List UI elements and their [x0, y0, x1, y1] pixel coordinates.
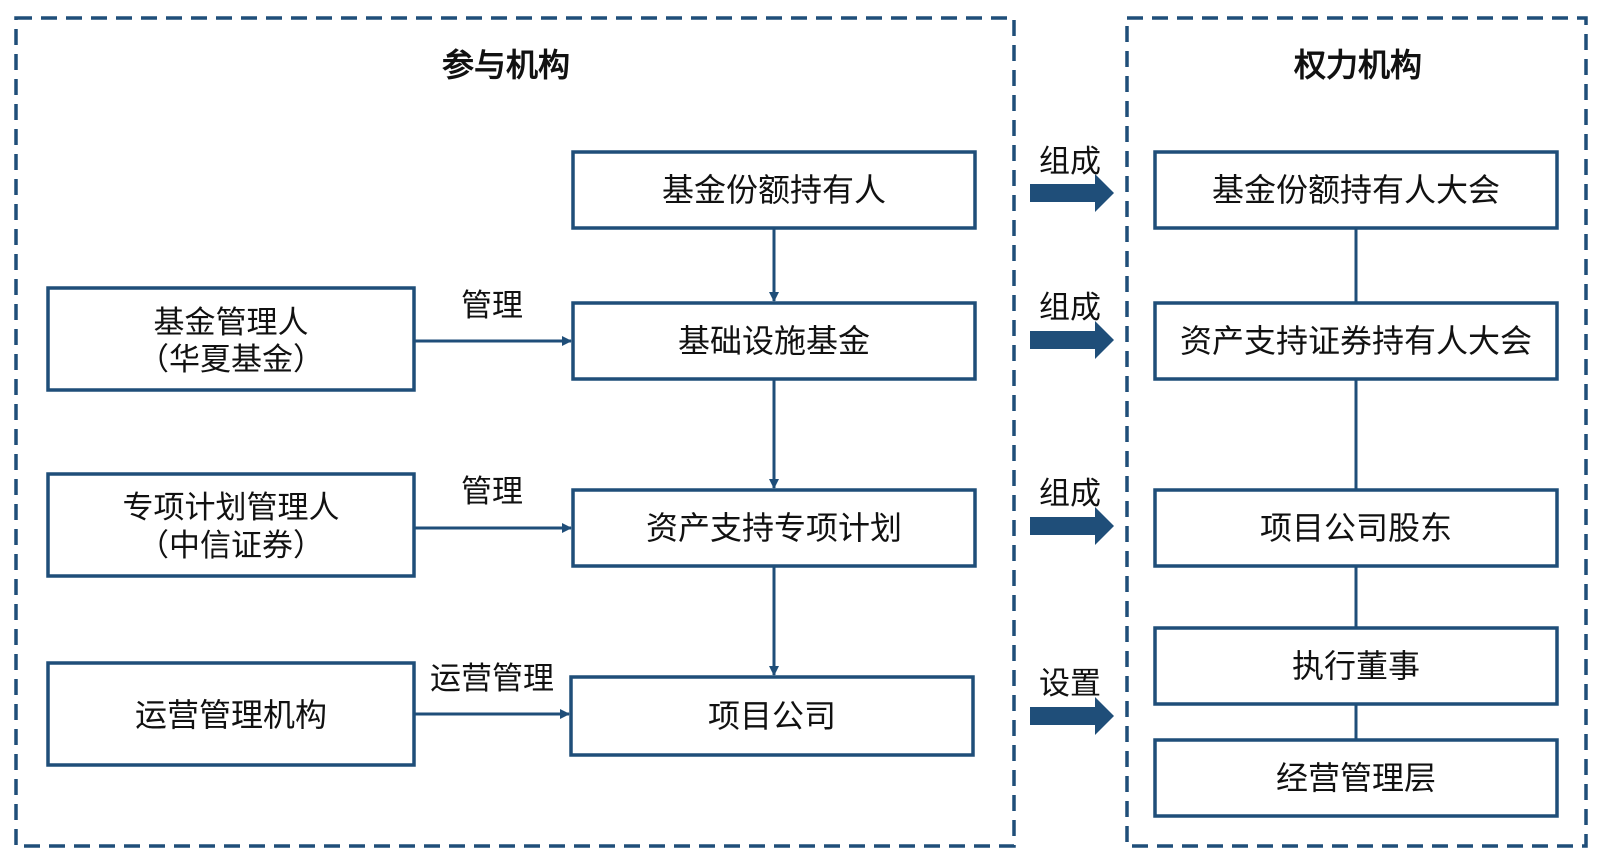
- management-box: [1153, 738, 1559, 818]
- relation-label-2: 组成: [1039, 290, 1101, 325]
- operator-box: [46, 661, 416, 767]
- management-label: 经营管理层: [1276, 760, 1436, 796]
- participants-group: [14, 16, 1016, 848]
- relation-label-1: 组成: [1039, 144, 1101, 179]
- holders-meeting-box: [1153, 150, 1559, 230]
- abs-plan-box: [571, 488, 977, 568]
- shareholder-label: 项目公司股东: [1260, 510, 1452, 546]
- relation-arrow-4: [1030, 697, 1114, 735]
- fund-manager-box: [46, 286, 416, 392]
- plan-manager-line2: （中信证券）: [138, 528, 324, 563]
- abs-plan-label: 资产支持专项计划: [646, 510, 902, 546]
- project-company-label: 项目公司: [708, 698, 836, 734]
- fund-manager-line1: 基金管理人: [154, 305, 309, 340]
- fund-holders-label: 基金份额持有人: [662, 172, 886, 208]
- relation-label-3: 组成: [1039, 476, 1101, 511]
- exec-director-box: [1153, 626, 1559, 706]
- manage-label-1: 管理: [461, 288, 523, 323]
- relation-arrow-2: [1030, 321, 1114, 359]
- manage-label-2: 管理: [461, 474, 523, 509]
- operator-label: 运营管理机构: [135, 697, 327, 733]
- powers-group: [1125, 16, 1588, 848]
- plan-manager-line1: 专项计划管理人: [123, 490, 340, 525]
- powers-title: 权力机构: [1293, 47, 1422, 83]
- shareholder-box: [1153, 488, 1559, 568]
- fund-holders-box: [571, 150, 977, 230]
- ops-manage-label: 运营管理: [430, 661, 554, 696]
- abs-holders-meeting-label: 资产支持证券持有人大会: [1180, 323, 1532, 359]
- holders-meeting-label: 基金份额持有人大会: [1212, 172, 1500, 208]
- infra-fund-label: 基础设施基金: [678, 323, 870, 359]
- relation-arrow-1: [1030, 174, 1114, 212]
- project-company-box: [569, 675, 975, 757]
- relation-arrow-3: [1030, 507, 1114, 545]
- exec-director-label: 执行董事: [1292, 648, 1420, 684]
- plan-manager-box: [46, 472, 416, 578]
- relation-label-4: 设置: [1039, 666, 1101, 701]
- fund-manager-line2: （华夏基金）: [138, 342, 324, 377]
- participants-title: 参与机构: [442, 47, 570, 83]
- abs-holders-meeting-box: [1153, 301, 1559, 381]
